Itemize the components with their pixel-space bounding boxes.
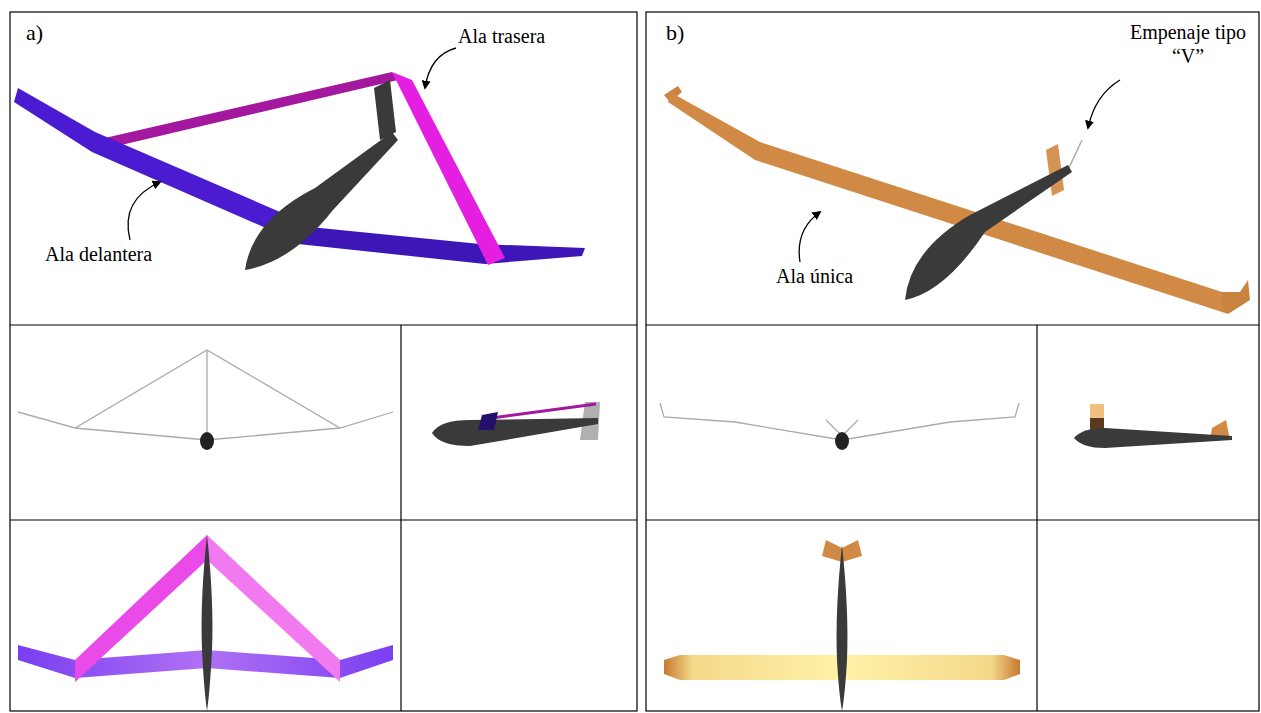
panel-letter: b) (664, 20, 686, 46)
conventional-side-view (1074, 404, 1232, 448)
conventional-top-view (664, 540, 1020, 711)
tandem-3d-view (14, 48, 585, 270)
tandem-side-view (432, 402, 600, 446)
conventional-front-view (660, 403, 1019, 450)
tandem-top-view (18, 535, 393, 711)
rear-wing-inner (96, 72, 398, 150)
front-wing-right (298, 226, 585, 264)
fuselage (245, 132, 398, 270)
panel-letter: a) (24, 20, 45, 46)
conventional-3d-view (664, 80, 1250, 314)
panel-frame (10, 12, 1259, 711)
part-label: Ala única (774, 264, 855, 288)
part-label: Ala trasera (456, 24, 547, 48)
tandem-front-view (18, 350, 393, 450)
leader-line (799, 212, 820, 262)
leader-line (425, 48, 456, 88)
fin (374, 80, 396, 140)
leader-line (1088, 80, 1120, 128)
leader-line (128, 182, 160, 240)
part-label: Empenaje tipo “V” (1121, 20, 1255, 68)
part-label: Ala delantera (43, 242, 154, 266)
front-wing-left (14, 88, 280, 232)
rear-wing-outer (392, 72, 505, 265)
